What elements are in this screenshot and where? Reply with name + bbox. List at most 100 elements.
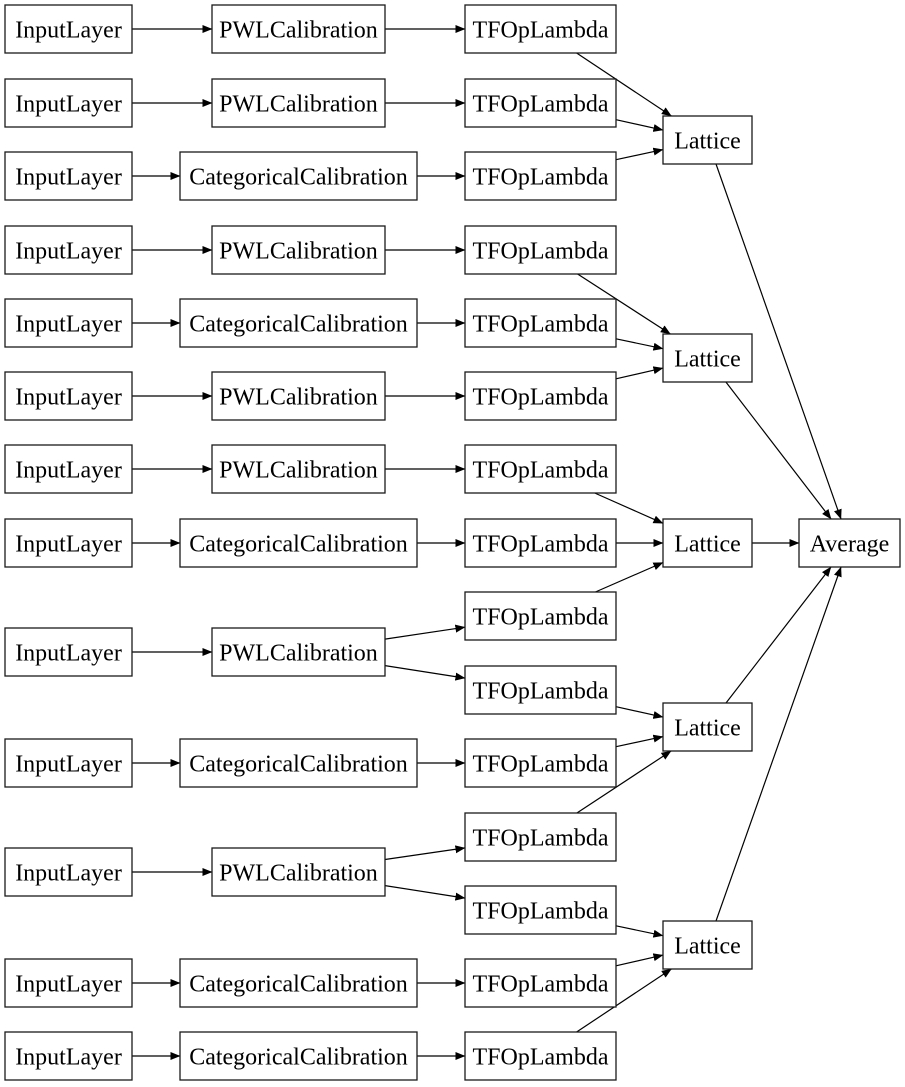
node-box-calib-12 — [179, 958, 418, 1008]
node-box-calib-10 — [179, 738, 418, 788]
node-label-lambda-14: TFOpLambda — [473, 972, 609, 998]
node-box-calib-2 — [211, 78, 386, 128]
node-label-input-3: InputLayer — [15, 165, 122, 191]
node-lambda-5: TFOpLambda — [464, 298, 617, 348]
node-label-input-11: InputLayer — [15, 861, 122, 887]
edge-lambda-1-to-lattice-1 — [576, 52, 672, 117]
node-box-calib-8 — [179, 518, 418, 568]
node-label-calib-12: CategoricalCalibration — [189, 972, 408, 998]
node-input-1: InputLayer — [4, 4, 133, 54]
node-lambda-9: TFOpLambda — [464, 591, 617, 641]
node-box-lambda-3 — [464, 151, 617, 201]
node-calib-11: PWLCalibration — [211, 847, 386, 897]
node-label-calib-5: CategoricalCalibration — [189, 312, 408, 338]
node-label-input-12: InputLayer — [15, 972, 122, 998]
node-lattice-5: Lattice — [662, 920, 753, 970]
node-box-lambda-14 — [464, 958, 617, 1008]
edge-lattice-4-to-average — [725, 566, 832, 704]
node-box-calib-11 — [211, 847, 386, 897]
node-calib-12: CategoricalCalibration — [179, 958, 418, 1008]
node-average: Average — [798, 518, 901, 568]
node-label-input-6: InputLayer — [15, 385, 122, 411]
node-label-lattice-4: Lattice — [674, 716, 741, 742]
node-box-input-11 — [4, 847, 133, 897]
node-box-average — [798, 518, 901, 568]
node-lambda-10: TFOpLambda — [464, 665, 617, 715]
edge-lambda-5-to-lattice-2 — [615, 338, 664, 351]
node-input-10: InputLayer — [4, 738, 133, 788]
node-lambda-7: TFOpLambda — [464, 444, 617, 494]
node-box-lambda-15 — [464, 1031, 617, 1081]
node-calib-10: CategoricalCalibration — [179, 738, 418, 788]
edge-lambda-11-to-lattice-4 — [615, 734, 664, 748]
node-box-lambda-10 — [464, 665, 617, 715]
node-box-lattice-5 — [662, 920, 753, 970]
node-label-lambda-7: TFOpLambda — [473, 458, 609, 484]
node-label-lambda-10: TFOpLambda — [473, 679, 609, 705]
node-box-lattice-3 — [662, 518, 753, 568]
node-label-lattice-3: Lattice — [674, 532, 741, 558]
node-box-calib-13 — [179, 1031, 418, 1081]
node-label-calib-4: PWLCalibration — [219, 239, 378, 265]
edge-lambda-4-to-lattice-2 — [577, 273, 671, 335]
node-calib-4: PWLCalibration — [211, 225, 386, 275]
node-box-lattice-4 — [662, 702, 753, 752]
node-calib-7: PWLCalibration — [211, 444, 386, 494]
edge-lambda-9-to-lattice-3 — [595, 561, 664, 593]
node-label-lambda-9: TFOpLambda — [473, 605, 609, 631]
node-lambda-4: TFOpLambda — [464, 225, 617, 275]
node-box-lambda-11 — [464, 738, 617, 788]
node-calib-1: PWLCalibration — [211, 4, 386, 54]
node-input-7: InputLayer — [4, 444, 133, 494]
node-label-average: Average — [810, 532, 890, 558]
node-lattice-3: Lattice — [662, 518, 753, 568]
node-lambda-15: TFOpLambda — [464, 1031, 617, 1081]
node-box-lambda-7 — [464, 444, 617, 494]
edge-calib-9-to-lambda-9 — [384, 624, 466, 640]
node-calib-9: PWLCalibration — [211, 627, 386, 677]
node-label-lambda-15: TFOpLambda — [473, 1045, 609, 1071]
node-input-13: InputLayer — [4, 1031, 133, 1081]
node-box-lambda-4 — [464, 225, 617, 275]
node-box-lambda-6 — [464, 371, 617, 421]
node-label-lambda-13: TFOpLambda — [473, 899, 609, 925]
node-label-calib-8: CategoricalCalibration — [189, 532, 408, 558]
node-label-calib-1: PWLCalibration — [219, 18, 378, 44]
node-label-input-4: InputLayer — [15, 239, 122, 265]
node-box-input-7 — [4, 444, 133, 494]
node-box-calib-7 — [211, 444, 386, 494]
node-box-input-10 — [4, 738, 133, 788]
node-box-input-2 — [4, 78, 133, 128]
node-lattice-2: Lattice — [662, 333, 753, 383]
node-calib-13: CategoricalCalibration — [179, 1031, 418, 1081]
edge-lambda-7-to-lattice-3 — [594, 492, 664, 524]
node-label-lattice-1: Lattice — [674, 129, 741, 155]
node-label-lambda-6: TFOpLambda — [473, 385, 609, 411]
node-box-input-12 — [4, 958, 133, 1008]
node-box-calib-1 — [211, 4, 386, 54]
node-calib-5: CategoricalCalibration — [179, 298, 418, 348]
edge-lambda-14-to-lattice-5 — [615, 953, 664, 967]
node-input-6: InputLayer — [4, 371, 133, 421]
node-input-9: InputLayer — [4, 627, 133, 677]
node-box-input-6 — [4, 371, 133, 421]
node-label-lambda-5: TFOpLambda — [473, 312, 609, 338]
node-box-lattice-2 — [662, 333, 753, 383]
edge-lambda-6-to-lattice-2 — [615, 366, 664, 380]
node-box-input-4 — [4, 225, 133, 275]
node-input-5: InputLayer — [4, 298, 133, 348]
node-label-lambda-11: TFOpLambda — [473, 752, 609, 778]
edge-lambda-15-to-lattice-5 — [576, 968, 672, 1033]
edge-lambda-3-to-lattice-1 — [615, 147, 664, 161]
node-label-lambda-3: TFOpLambda — [473, 165, 609, 191]
node-label-lambda-2: TFOpLambda — [473, 92, 609, 118]
node-label-input-9: InputLayer — [15, 641, 122, 667]
node-calib-6: PWLCalibration — [211, 371, 386, 421]
node-box-lambda-5 — [464, 298, 617, 348]
node-box-input-5 — [4, 298, 133, 348]
nodes-layer: InputLayerInputLayerInputLayerInputLayer… — [4, 4, 901, 1081]
edge-lambda-10-to-lattice-4 — [615, 706, 664, 719]
node-label-calib-10: CategoricalCalibration — [189, 752, 408, 778]
node-label-input-8: InputLayer — [15, 532, 122, 558]
node-label-calib-6: PWLCalibration — [219, 385, 378, 411]
